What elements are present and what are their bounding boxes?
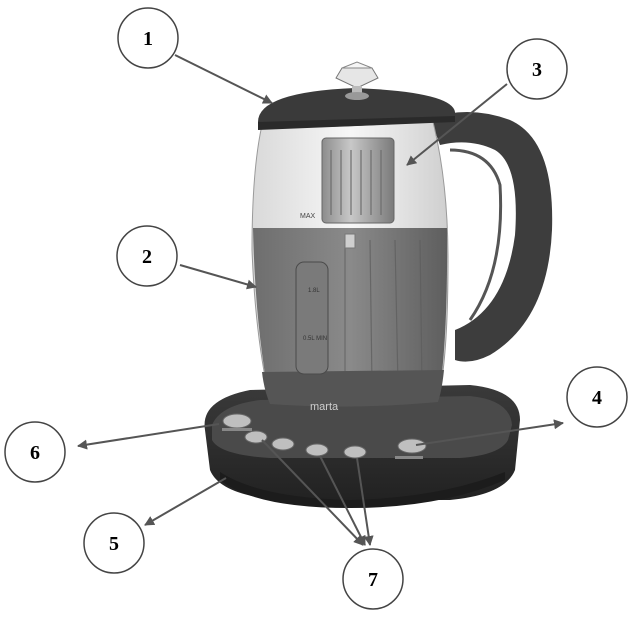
callout-2: 2 xyxy=(116,225,178,287)
svg-text:4: 4 xyxy=(592,387,602,409)
kettle-handle xyxy=(430,111,553,362)
callout-6: 6 xyxy=(4,421,66,483)
callout-arrows xyxy=(77,54,564,546)
level-high-mark: 1.8L xyxy=(308,288,320,294)
kettle-glass-body: marta MAX 1.8L 0.5L MIN xyxy=(251,117,449,413)
kettle-lid xyxy=(258,61,455,130)
button-temp-1[interactable] xyxy=(244,430,268,444)
callout-1: 1 xyxy=(117,7,179,69)
water-level-window xyxy=(295,261,329,375)
button-keep-warm[interactable] xyxy=(397,438,427,454)
button-on-off[interactable] xyxy=(222,413,252,429)
button-temp-2[interactable] xyxy=(271,437,295,451)
svg-text:5: 5 xyxy=(109,533,119,555)
svg-text:3: 3 xyxy=(532,59,542,81)
tea-infuser xyxy=(321,137,395,249)
callout-7: 7 xyxy=(342,548,404,610)
svg-text:2: 2 xyxy=(142,246,152,268)
max-mark: MAX xyxy=(300,213,316,220)
svg-text:1: 1 xyxy=(143,28,153,50)
svg-text:6: 6 xyxy=(30,442,40,464)
svg-text:7: 7 xyxy=(368,569,378,591)
callout-3: 3 xyxy=(506,38,568,100)
callout-5: 5 xyxy=(83,512,145,574)
brand-logo: marta xyxy=(310,401,339,413)
control-buttons xyxy=(222,413,427,459)
button-temp-4[interactable] xyxy=(343,445,367,459)
callout-4: 4 xyxy=(566,366,628,428)
button-temp-3[interactable] xyxy=(305,443,329,457)
lid-knob xyxy=(335,67,379,89)
level-low-mark: 0.5L MIN xyxy=(303,336,327,342)
